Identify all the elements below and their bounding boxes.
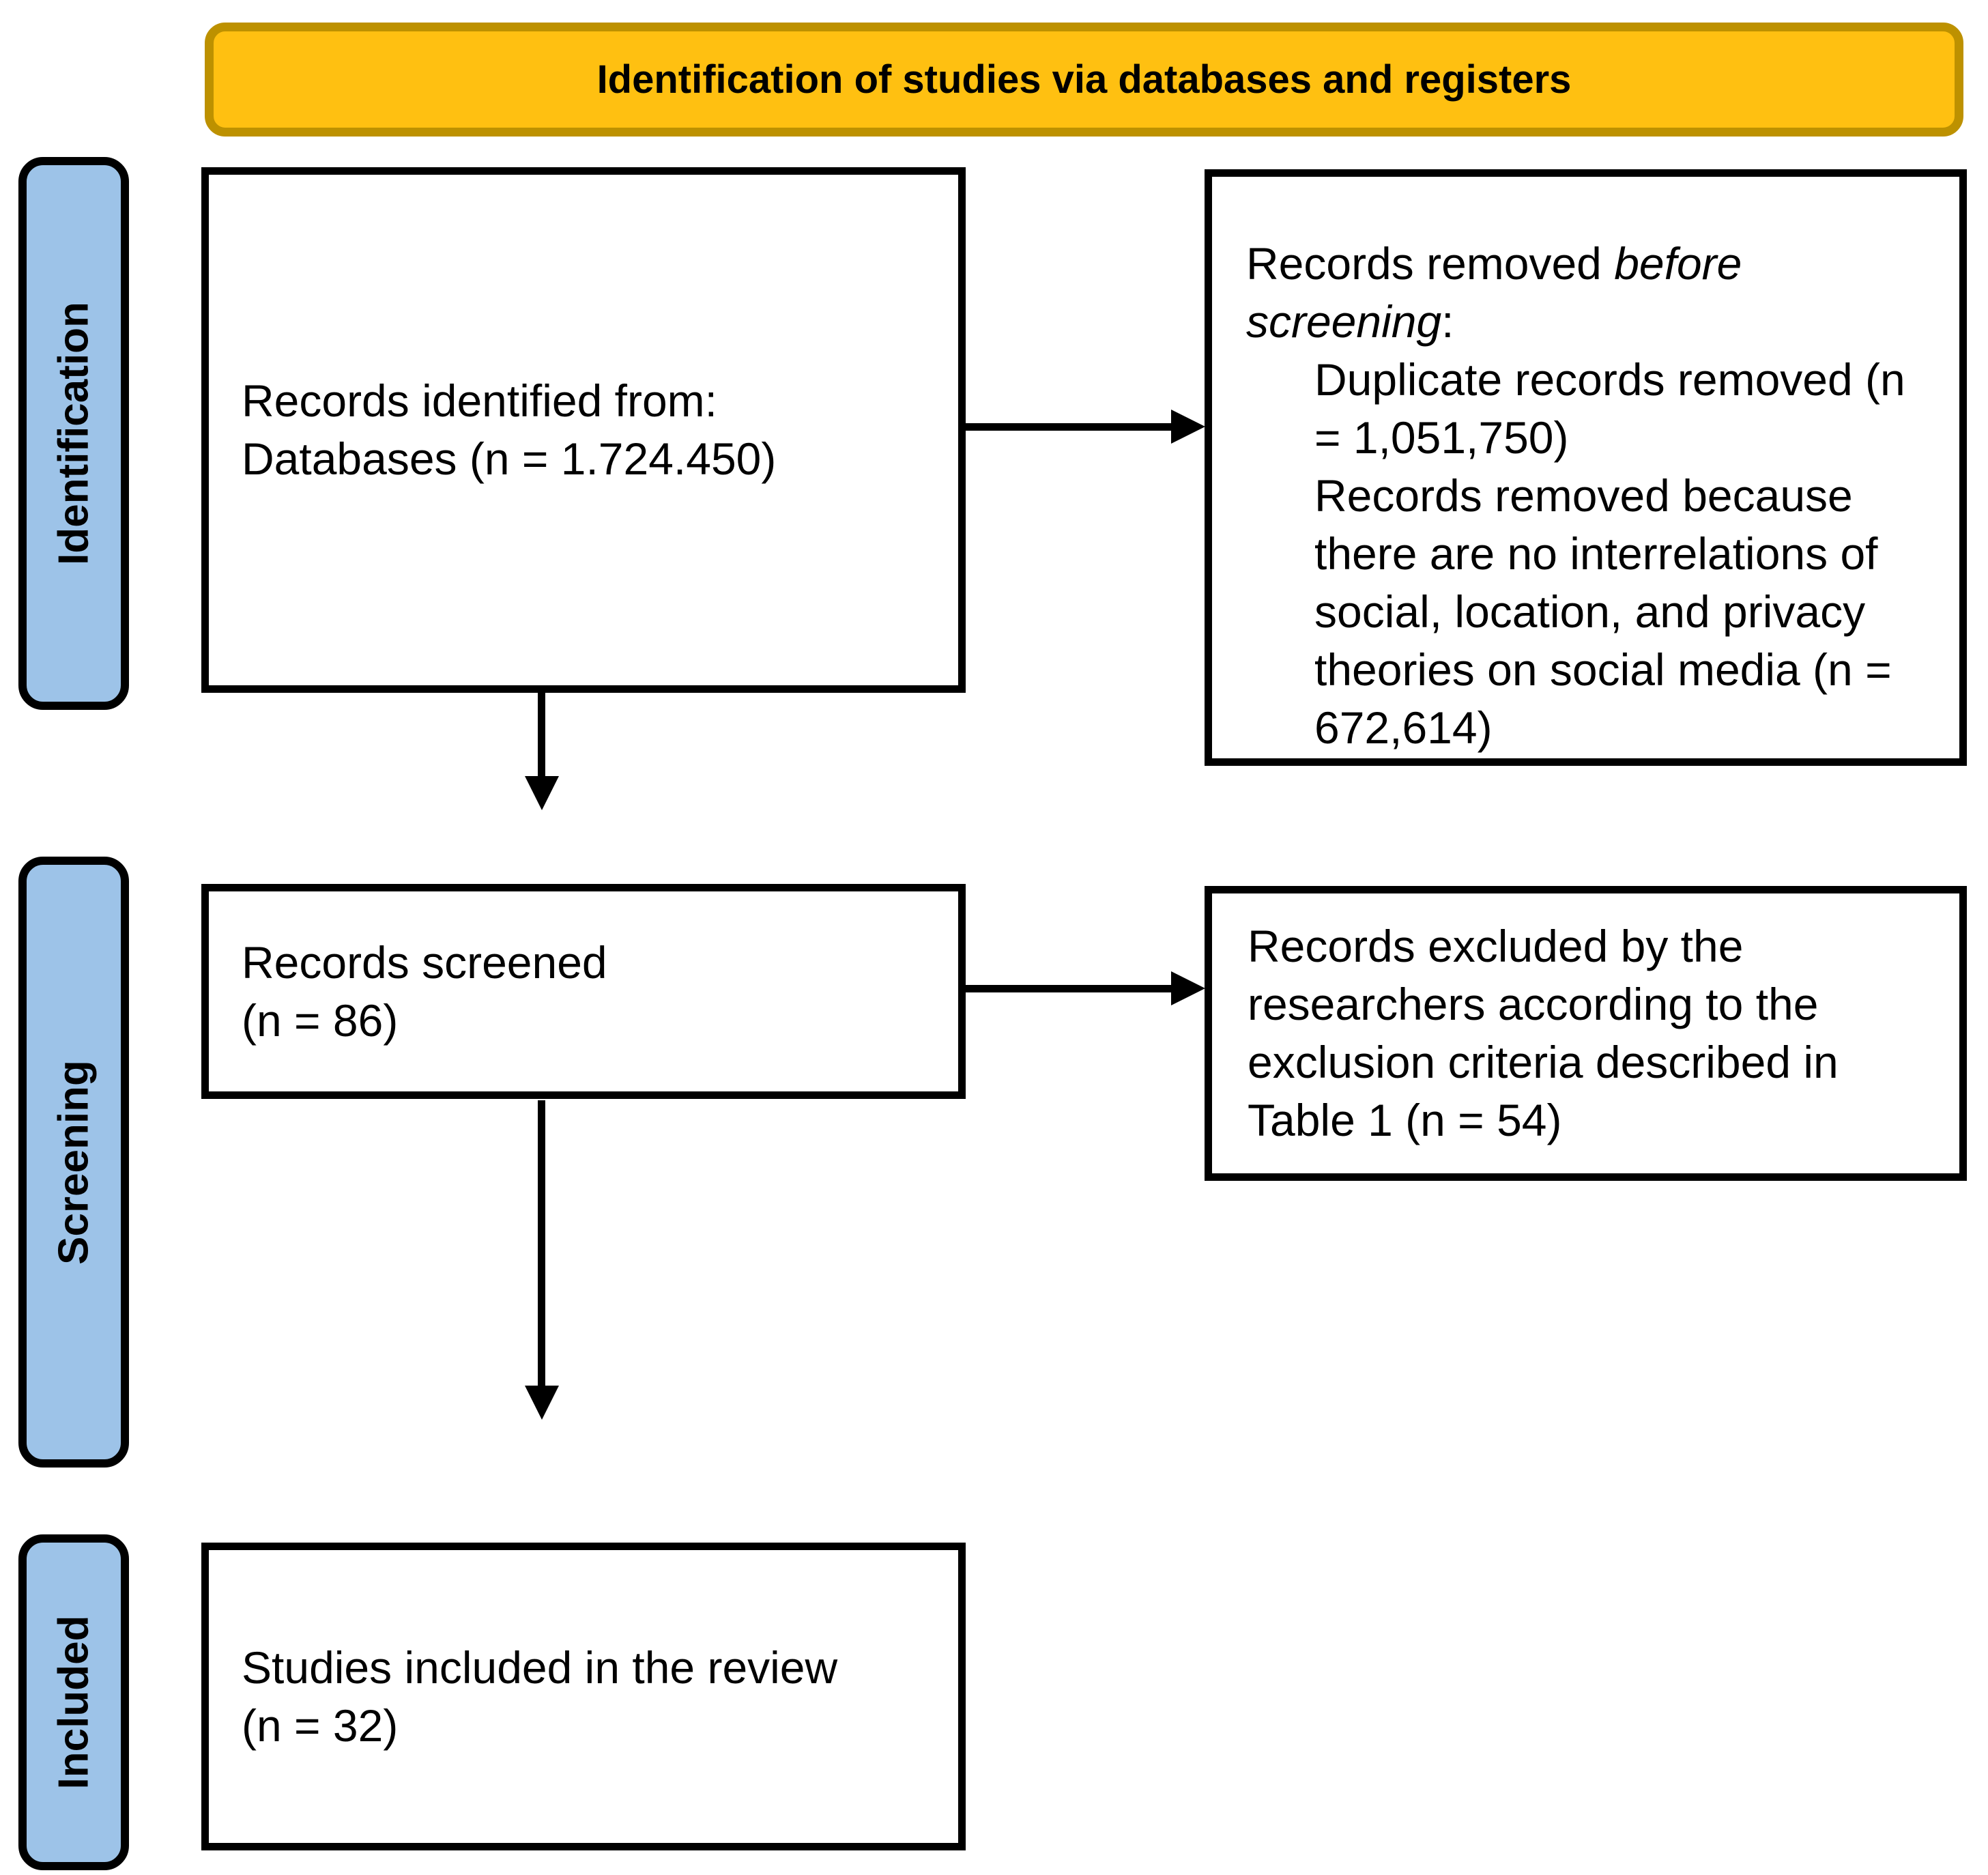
flow-box-records-removed: Records removed before screening: Duplic… bbox=[1205, 169, 1967, 766]
arrow-identified-to-screened-head-icon bbox=[525, 776, 559, 810]
stage-label-identification-text: Identification bbox=[50, 302, 98, 565]
arrow-screened-to-excluded-shaft bbox=[966, 985, 1172, 992]
banner: Identification of studies via databases … bbox=[205, 23, 1963, 137]
flow-box-records-screened: Records screened (n = 86) bbox=[201, 884, 966, 1099]
records-screened-line2: (n = 86) bbox=[242, 994, 399, 1046]
studies-included-line2: (n = 32) bbox=[242, 1700, 399, 1751]
records-excluded-text: Records excluded by the researchers acco… bbox=[1248, 921, 1839, 1145]
stage-label-screening-text: Screening bbox=[50, 1059, 98, 1265]
arrow-screened-to-excluded-head-icon bbox=[1171, 971, 1205, 1005]
records-removed-intro-regular: Records removed bbox=[1246, 238, 1615, 289]
records-screened-line1: Records screened bbox=[242, 936, 607, 988]
stage-label-identification: Identification bbox=[18, 157, 129, 710]
stage-label-included: Included bbox=[18, 1534, 129, 1870]
records-removed-item-no-interrelations: Records removed because there are no int… bbox=[1314, 470, 1892, 753]
records-identified-line1: Records identified from: bbox=[242, 375, 717, 426]
flow-box-records-excluded: Records excluded by the researchers acco… bbox=[1205, 886, 1967, 1181]
flow-box-studies-included: Studies included in the review (n = 32) bbox=[201, 1543, 966, 1850]
stage-label-screening: Screening bbox=[18, 857, 129, 1468]
records-removed-intro-suffix: : bbox=[1441, 296, 1454, 347]
arrow-screened-to-included-head-icon bbox=[525, 1386, 559, 1420]
records-identified-line2: Databases (n = 1.724.450) bbox=[242, 433, 777, 484]
records-removed-intro: Records removed before screening: bbox=[1246, 235, 1931, 351]
arrow-identified-to-removed-head-icon bbox=[1171, 410, 1205, 444]
records-removed-item-duplicates: Duplicate records removed (n = 1,051,750… bbox=[1314, 354, 1905, 463]
arrow-identified-to-removed-shaft bbox=[966, 423, 1172, 431]
banner-title: Identification of studies via databases … bbox=[596, 57, 1572, 102]
studies-included-line1: Studies included in the review bbox=[242, 1642, 838, 1693]
flow-box-records-identified: Records identified from: Databases (n = … bbox=[201, 167, 966, 693]
arrow-identified-to-screened-shaft bbox=[538, 693, 545, 777]
arrow-screened-to-included-shaft bbox=[538, 1100, 545, 1387]
records-removed-intro-italic: before screening bbox=[1246, 238, 1742, 347]
stage-label-included-text: Included bbox=[50, 1615, 98, 1790]
